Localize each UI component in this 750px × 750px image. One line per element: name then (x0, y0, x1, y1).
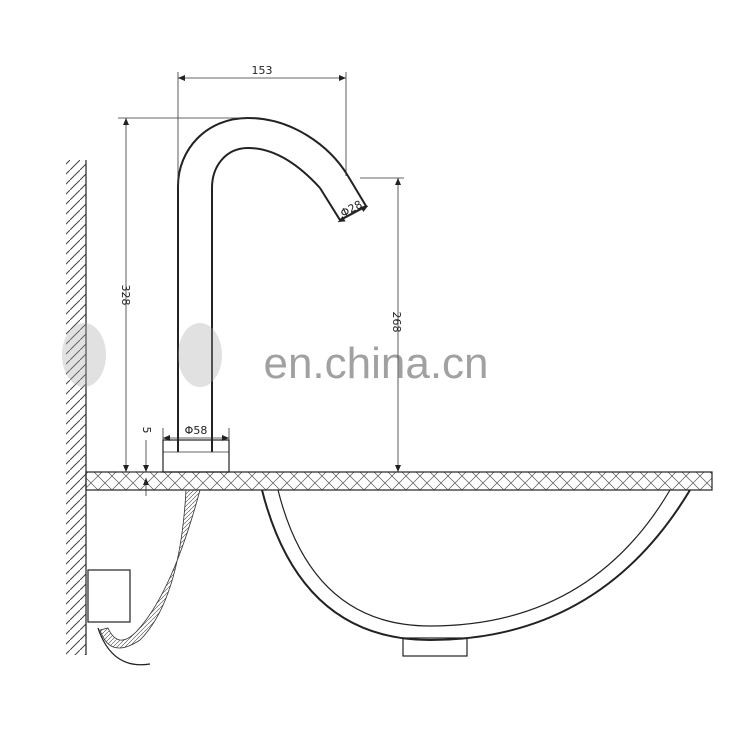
dimension-base-offset: 5 (140, 427, 153, 496)
base-offset-label: 5 (140, 427, 153, 434)
wall (66, 160, 87, 655)
base-diameter-label: Φ58 (185, 424, 208, 437)
supply-hose (97, 489, 201, 666)
dimension-spout-reach: 153 (177, 64, 347, 186)
faucet (162, 116, 368, 473)
outlet-diameter-label: Φ28 (338, 198, 364, 220)
watermark: en.china.cn (62, 323, 489, 388)
total-height-label: 328 (119, 285, 132, 306)
dimension-total-height: 328 (118, 117, 248, 473)
control-box (87, 569, 131, 623)
outlet-height-label: 268 (390, 312, 403, 333)
basin (261, 489, 691, 657)
countertop (85, 471, 713, 491)
watermark-text: en.china.cn (263, 339, 488, 388)
dimension-base-diameter: Φ58 (162, 424, 230, 441)
dimension-outlet-height: 268 (360, 177, 404, 472)
spout-reach-label: 153 (252, 64, 273, 77)
